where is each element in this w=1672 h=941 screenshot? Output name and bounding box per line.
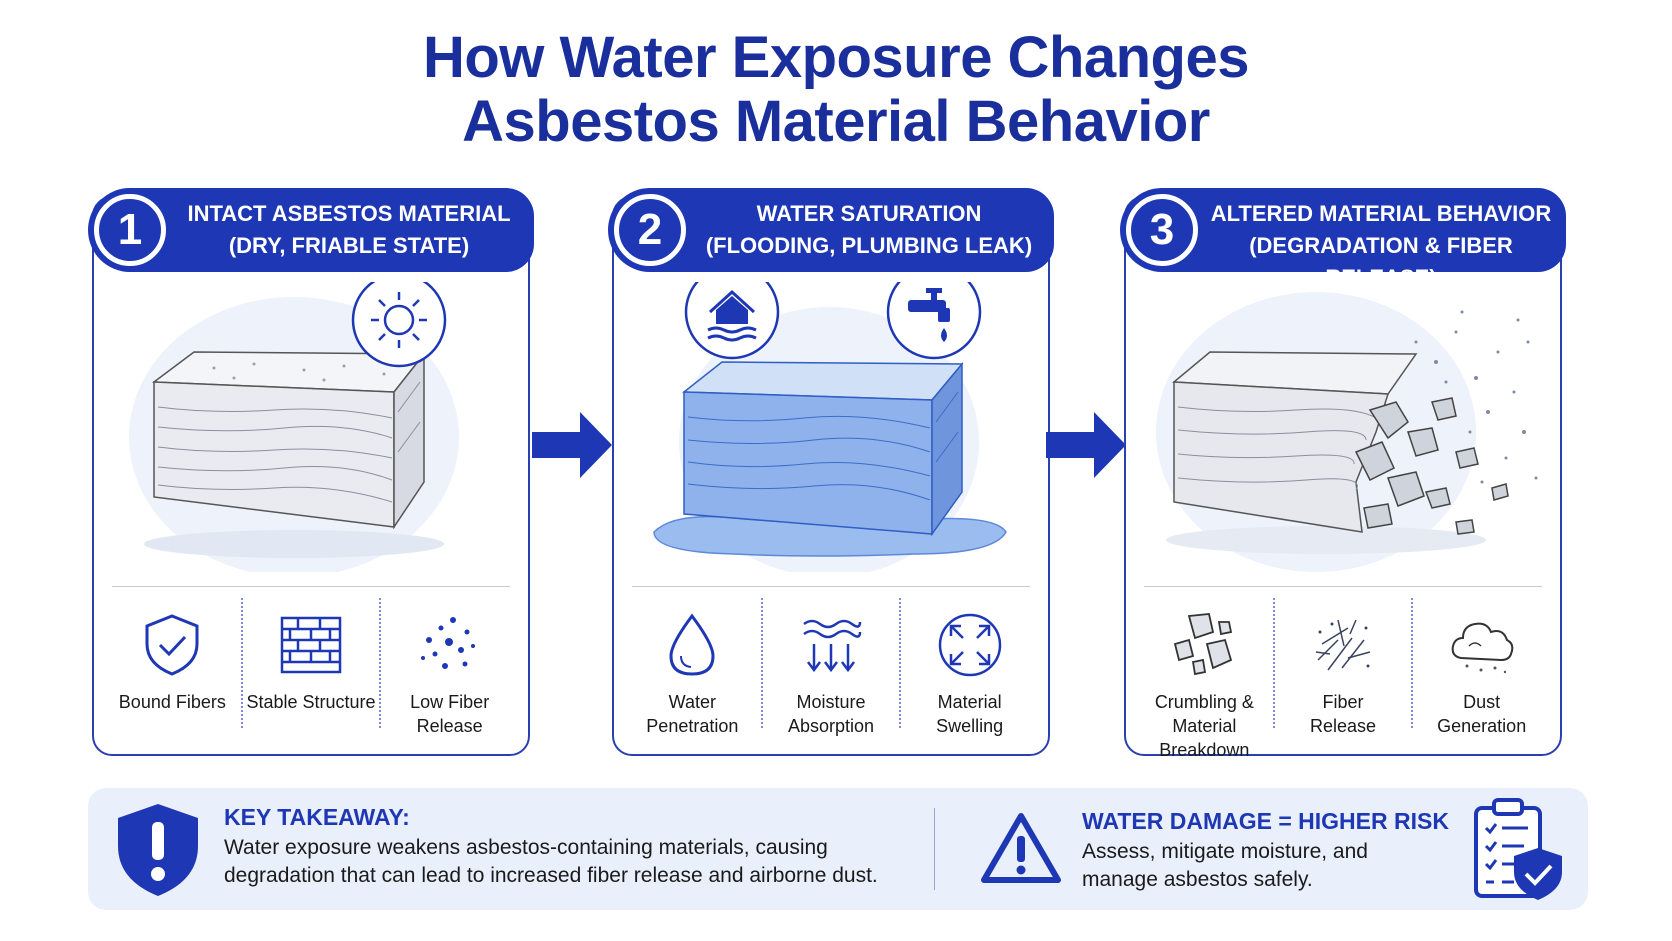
water-damage-title: WATER DAMAGE = HIGHER RISK (1082, 808, 1449, 834)
feature-moisture-absorption: Moisture Absorption (760, 598, 900, 736)
feature-label: Penetration (646, 716, 739, 736)
panel-3-heading: ALTERED MATERIAL BEHAVIOR (DEGRADATION &… (1206, 198, 1556, 294)
key-takeaway-text: Water exposure weakens asbestos-containi… (224, 834, 904, 890)
feature-label: Material Breakdown (1159, 716, 1250, 760)
feature-stable-structure: Stable Structure (240, 598, 380, 728)
flooded-house-icon (707, 289, 757, 342)
feature-label: Water (668, 692, 716, 712)
shield-check-icon (145, 614, 199, 676)
sun-icon (351, 282, 447, 368)
feature-fiber-release: Fiber Release (1272, 598, 1412, 736)
dust-cloud-icon (1451, 622, 1513, 674)
key-takeaway-title: KEY TAKEAWAY: (224, 804, 410, 830)
warning-triangle-icon (981, 813, 1061, 883)
panel-1-features: Bound Fibers Stable Structure (104, 598, 518, 736)
dry-material-illustration (129, 282, 459, 572)
panel-water-saturation: 2 WATER SATURATION (FLOODING, PLUMBING L… (608, 188, 1054, 756)
panel-2-heading-line-1: WATER SATURATION (756, 201, 982, 226)
feature-water-penetration: Water Penetration (624, 598, 761, 736)
feature-label: Release (1309, 716, 1377, 736)
fiber-burst-icon (1315, 619, 1371, 671)
step-badge-2: 2 (614, 194, 686, 266)
feature-label: Crumbling & (1154, 692, 1254, 712)
faucet-drip-icon (908, 288, 950, 342)
feature-label: Material (937, 692, 1002, 712)
degraded-material-illustration (1156, 292, 1538, 572)
water-damage-line-1: Assess, mitigate moisture, and (1082, 840, 1368, 863)
panel-1-header: 1 INTACT ASBESTOS MATERIAL (DRY, FRIABLE… (88, 188, 534, 272)
panel-1-heading: INTACT ASBESTOS MATERIAL (DRY, FRIABLE S… (174, 198, 524, 262)
water-damage-line-2: manage asbestos safely. (1082, 868, 1313, 891)
arrow-right-icon (532, 412, 612, 478)
feature-label: Moisture (796, 692, 866, 712)
panel-3-heading-line-1: ALTERED MATERIAL BEHAVIOR (1210, 201, 1552, 226)
panel-2-header: 2 WATER SATURATION (FLOODING, PLUMBING L… (608, 188, 1054, 272)
shield-alert-icon (118, 804, 198, 896)
panel-1-heading-line-1: INTACT ASBESTOS MATERIAL (187, 201, 511, 226)
brick-structure-icon (280, 616, 342, 674)
panel-2-features: Water Penetration Moisture Absorption (624, 598, 1038, 736)
panel-1-divider (112, 586, 510, 587)
saturated-material-illustration (653, 282, 1007, 572)
arrow-right-icon (1046, 412, 1126, 478)
crumbling-pieces-icon (1174, 613, 1233, 676)
feature-label: Generation (1437, 716, 1527, 736)
feature-label: Fiber (1322, 692, 1364, 712)
clipboard-shield-icon (1474, 798, 1562, 900)
panel-1-heading-line-2: (DRY, FRIABLE STATE) (228, 233, 470, 258)
feature-label: Release (416, 716, 483, 736)
title-line-1: How Water Exposure Changes (422, 25, 1250, 90)
feature-label: Dust (1463, 692, 1501, 712)
panel-3-divider (1144, 586, 1542, 587)
wave-absorb-icon (803, 619, 862, 673)
step-badge-1: 1 (94, 194, 166, 266)
feature-bound-fibers: Bound Fibers (104, 598, 241, 728)
feature-label: Swelling (936, 716, 1004, 736)
panel-altered-behavior: 3 ALTERED MATERIAL BEHAVIOR (DEGRADATION… (1120, 188, 1566, 760)
key-takeaway-line-2: degradation that can lead to increased f… (224, 864, 878, 887)
panel-3-heading-line-2: (DEGRADATION & FIBER RELEASE) (1249, 233, 1513, 290)
key-takeaway-banner: KEY TAKEAWAY: Water exposure weakens asb… (88, 788, 1588, 910)
page-title: How Water Exposure Changes Asbestos Mate… (0, 26, 1672, 154)
panel-intact-material: 1 INTACT ASBESTOS MATERIAL (DRY, FRIABLE… (88, 188, 534, 756)
panel-2-heading: WATER SATURATION (FLOODING, PLUMBING LEA… (694, 198, 1044, 262)
sun-rays (371, 292, 427, 348)
panel-3-header: 3 ALTERED MATERIAL BEHAVIOR (DEGRADATION… (1120, 188, 1566, 290)
expand-arrows-icon (938, 613, 1001, 677)
banner-separator (934, 808, 935, 890)
feature-material-swelling: Material Swelling (899, 598, 1038, 736)
feature-low-fiber-release: Low Fiber Release (379, 598, 518, 736)
feature-label: Stable Structure (246, 692, 376, 712)
scattered-dots-icon (420, 617, 475, 669)
feature-dust-generation: Dust Generation (1411, 598, 1550, 736)
key-takeaway-line-1: Water exposure weakens asbestos-containi… (224, 836, 828, 859)
step-badge-3: 3 (1126, 194, 1198, 266)
feature-crumbling: Crumbling & Material Breakdown (1136, 598, 1273, 760)
title-line-2: Asbestos Material Behavior (462, 89, 1210, 154)
feature-label: Bound Fibers (118, 692, 226, 712)
panel-2-heading-line-2: (FLOODING, PLUMBING LEAK) (705, 233, 1033, 258)
panel-3-features: Crumbling & Material Breakdown Fiber Rel… (1136, 598, 1550, 760)
panel-2-divider (632, 586, 1030, 587)
feature-label: Absorption (787, 716, 875, 736)
water-drop-icon (669, 613, 715, 676)
water-damage-text: Assess, mitigate moisture, and manage as… (1082, 838, 1422, 894)
feature-label: Low Fiber (410, 692, 490, 712)
